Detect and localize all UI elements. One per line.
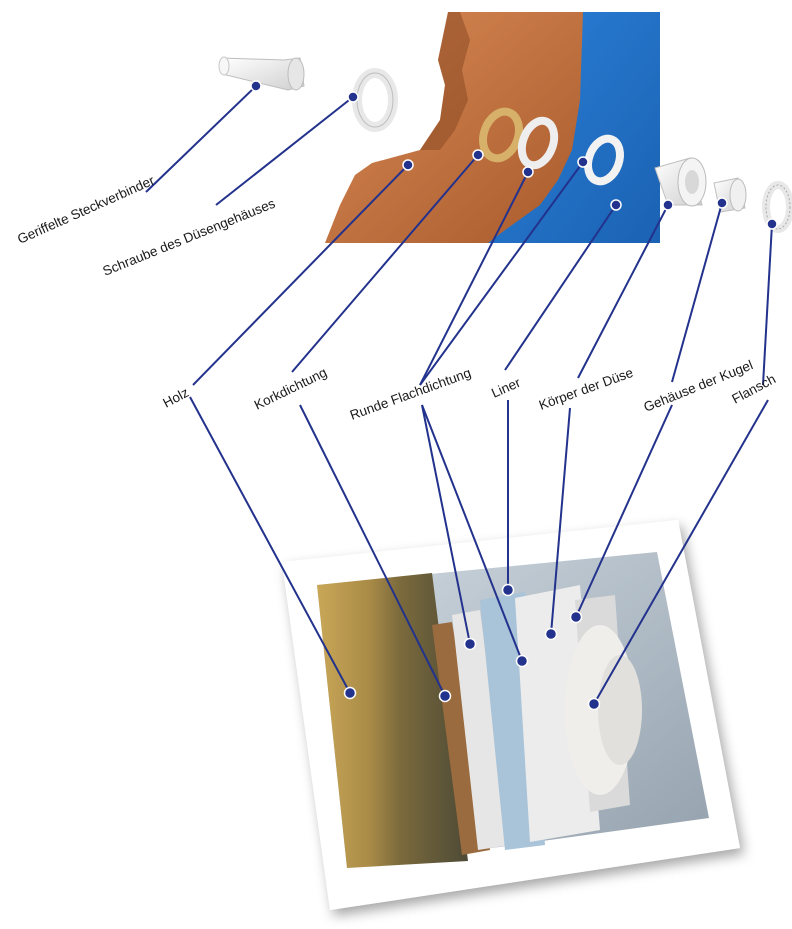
wood-profile-edge: [420, 12, 470, 150]
dot-flansch: [766, 218, 778, 230]
dot-flach-photo-2: [515, 654, 529, 668]
photo-flange-dome: [598, 655, 642, 765]
leader-holz-photo: [189, 396, 351, 694]
leader-liner: [504, 204, 617, 371]
dot-holz-photo: [343, 686, 357, 700]
leader-flach-2: [419, 161, 584, 386]
wall-section-illustration: [325, 12, 660, 243]
flat-gasket-ring-1: [517, 116, 559, 170]
leader-kork: [291, 154, 479, 373]
leader-kugel-photo: [575, 404, 673, 618]
leader-flach-photo-1: [421, 404, 471, 645]
dot-koerper: [662, 199, 674, 211]
dot-flach-2: [577, 156, 589, 168]
dot-kork: [472, 149, 484, 161]
leader-flansch-photo: [593, 399, 769, 705]
photo-wood-wall: [317, 573, 468, 868]
nozzle-body-part: [654, 157, 707, 207]
liner-panel: [488, 12, 660, 243]
leader-koerper: [577, 204, 669, 379]
label-holz: Holz: [160, 385, 191, 411]
dot-kugel-photo: [569, 610, 583, 624]
leader-kugel: [671, 202, 723, 383]
dot-liner-photo: [501, 583, 515, 597]
leader-schraube: [215, 96, 354, 206]
dot-kugel: [716, 197, 728, 209]
label-koerper: Körper der Düse: [537, 365, 635, 413]
dot-koerper-photo: [544, 627, 558, 641]
leader-dots: [250, 80, 778, 711]
leader-flach-1: [419, 171, 529, 386]
leader-kork-photo: [299, 404, 446, 697]
photo-image: [317, 552, 709, 868]
dot-schraube: [347, 91, 359, 103]
label-flachdichtung: Runde Flachdichtung: [348, 365, 473, 423]
leader-flach-photo-2: [421, 404, 523, 662]
leader-lines: [145, 85, 773, 705]
leader-holz: [192, 164, 409, 386]
leader-koerper-photo: [550, 407, 571, 635]
leader-flansch: [762, 223, 773, 386]
photo-gasket: [452, 610, 510, 850]
label-schraube: Schraube des Düsengehäuses: [101, 196, 278, 279]
label-steckverbinder: Geriffelte Steckverbinder: [15, 173, 157, 247]
dot-holz: [402, 159, 414, 171]
flange-part: [762, 181, 792, 233]
flat-gasket-ring-2: [584, 134, 624, 186]
dot-flach-photo-1: [463, 637, 477, 651]
dot-liner: [610, 199, 622, 211]
label-kork: Korkdichtung: [252, 365, 329, 413]
cork-ring-part: [479, 107, 523, 163]
dot-kork-photo: [438, 689, 452, 703]
dot-steckverbinder: [250, 80, 262, 92]
connector-part: [218, 56, 305, 91]
leader-steckverbinder: [145, 85, 257, 193]
dot-flansch-photo: [587, 697, 601, 711]
label-kugel: Gehäuse der Kugel: [642, 357, 755, 414]
dot-flach-1: [522, 166, 534, 178]
screw-ring-part: [352, 68, 398, 132]
label-liner: Liner: [489, 375, 523, 401]
